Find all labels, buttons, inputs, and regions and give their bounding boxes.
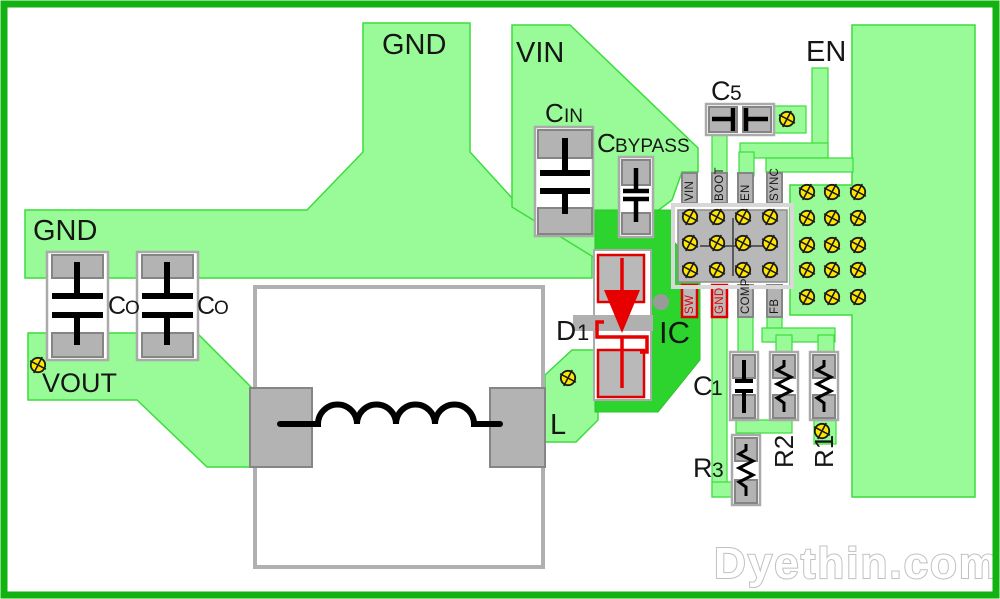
co-left-symbol (52, 262, 103, 345)
label-cbypass-sub: BYPASS (615, 136, 690, 157)
label-c5-main: C (711, 76, 731, 106)
label-vout: VOUT (42, 368, 117, 398)
label-co-right-sub: O (214, 298, 229, 319)
pin-label-sw: SW (684, 295, 696, 314)
vout-pour (27, 332, 253, 468)
cap-co-left (45, 250, 110, 362)
pin-label-boot: BOOT (714, 167, 726, 201)
sync-trace (765, 157, 854, 173)
label-d1-main: D (556, 315, 576, 346)
inductor-pad-right (489, 387, 546, 468)
component-labels: C 5 C IN C BYPASS C O C O D 1 C 1 R 3 R2… (108, 76, 839, 483)
r1-symbol (813, 360, 835, 412)
cap-c5 (704, 102, 776, 137)
label-co-left-sub: O (125, 298, 140, 319)
label-c5-sub: 5 (730, 82, 742, 105)
label-gnd-left: GND (33, 215, 97, 247)
diode-d1 (573, 249, 669, 401)
pin-label-gnd: GND (714, 288, 726, 314)
label-c1-sub: 1 (711, 377, 723, 400)
d1-pin1-dot (653, 294, 669, 310)
pin-label-en: EN (740, 184, 752, 201)
label-en: EN (806, 36, 846, 68)
cap-cbypass (617, 155, 655, 239)
r2-link-trace (735, 419, 793, 434)
cap-c1 (728, 350, 760, 422)
label-d1-sub: 1 (577, 320, 589, 345)
label-co-right-main: C (197, 292, 215, 320)
label-r2: R2 (769, 435, 799, 468)
ic-pin-labels: VIN BOOT EN SYNC SW GND COMP FB (684, 167, 781, 314)
label-cin-main: C (545, 98, 564, 128)
d1-package-band (573, 315, 653, 331)
r3-symbol (735, 444, 757, 496)
gnd-pour (24, 22, 593, 279)
d1-symbol (595, 258, 649, 388)
label-cbypass-main: C (597, 128, 616, 158)
label-vin: VIN (516, 37, 564, 69)
label-ic: IC (659, 315, 690, 350)
res-r3 (730, 433, 762, 507)
c1-symbol (735, 360, 753, 413)
label-c1-main: C (693, 371, 713, 401)
label-l: L (550, 409, 566, 441)
ic-courtyard (671, 203, 794, 289)
r2-symbol (773, 360, 795, 412)
pin-label-comp: COMP (740, 278, 752, 314)
pin-label-sync: SYNC (769, 168, 781, 201)
res-r1 (808, 350, 840, 422)
label-r1: R1 (809, 435, 839, 468)
pin-label-fb: FB (769, 299, 781, 314)
label-co-left-main: C (108, 292, 126, 320)
label-gnd-top: GND (382, 29, 446, 61)
cap-co-right (135, 250, 200, 362)
label-cin-sub: IN (564, 106, 583, 127)
watermark: Dyethin.com (714, 539, 1000, 588)
inductor-coil-symbol (277, 401, 503, 427)
ic-u1: VIN BOOT EN SYNC SW GND COMP FB (671, 167, 794, 319)
cap-cin (533, 125, 595, 238)
co-right-symbol (142, 262, 193, 345)
label-r3-sub: 3 (712, 459, 724, 482)
inductor-l (249, 285, 546, 569)
cbypass-symbol (623, 168, 649, 222)
res-r2 (768, 350, 800, 422)
cin-symbol (540, 138, 590, 214)
gnd-via-field (793, 178, 872, 311)
inductor-pad-left (249, 387, 313, 468)
c5-symbol (712, 108, 768, 131)
net-labels: GND GND VIN EN VOUT IC L (33, 29, 846, 441)
pin-label-vin: VIN (684, 181, 696, 201)
label-r3-main: R (693, 453, 713, 483)
